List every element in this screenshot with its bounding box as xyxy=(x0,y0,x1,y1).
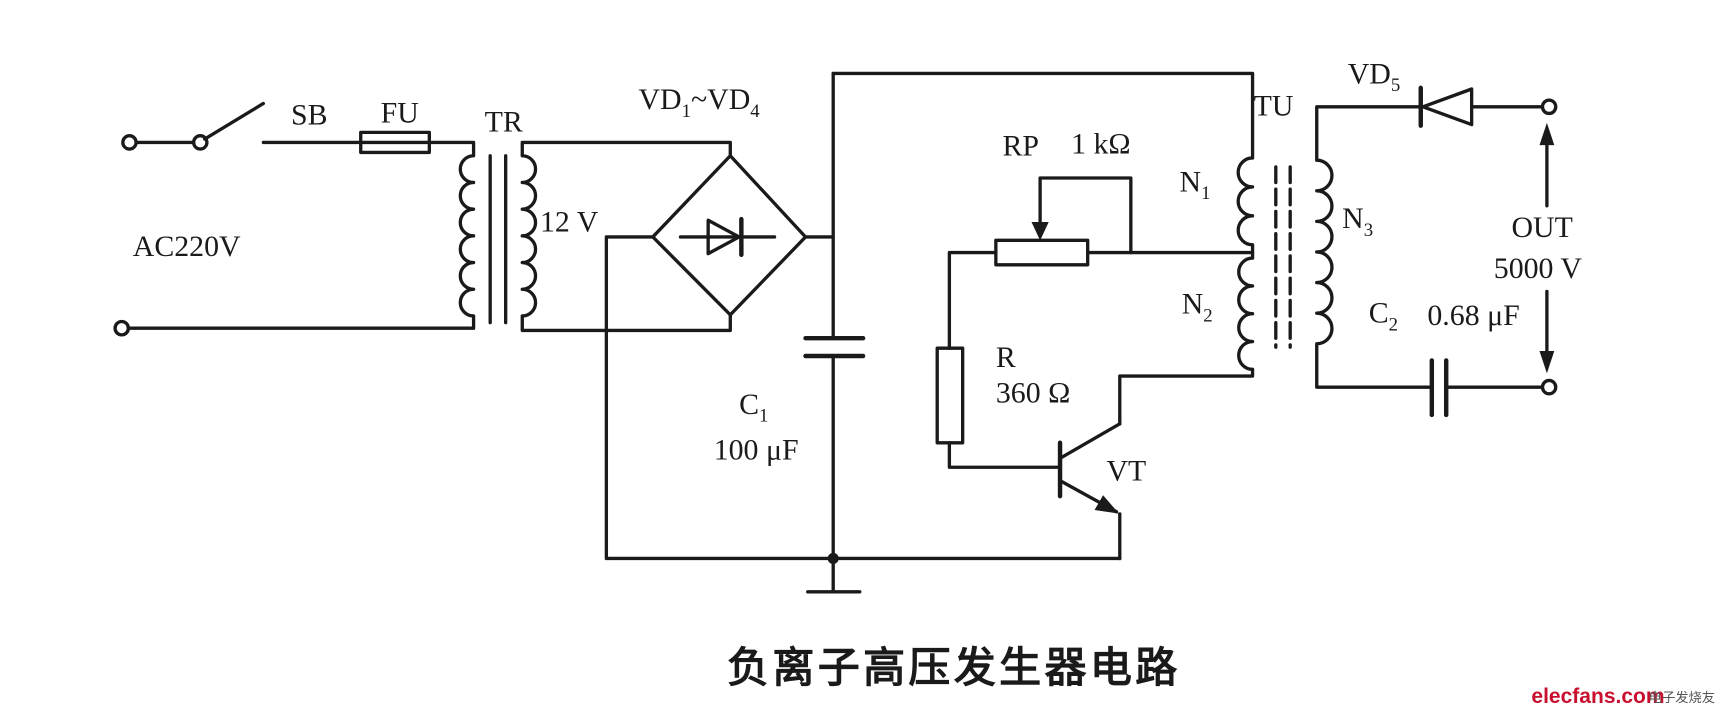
label-n2-sub: 2 xyxy=(1203,305,1212,326)
label-c1: C1 xyxy=(739,388,768,427)
tr-primary-winding xyxy=(126,140,476,330)
label-c1-value: 100 μF xyxy=(714,433,799,466)
rp-wiper-arrow xyxy=(1031,221,1049,241)
input-terminal-bottom xyxy=(113,319,131,337)
label-n3-sub: 3 xyxy=(1364,220,1373,241)
label-c2-sub: 2 xyxy=(1389,314,1398,335)
label-r-value: 360 Ω xyxy=(996,377,1070,410)
wire-rp-to-r xyxy=(947,250,998,350)
junction-dot xyxy=(827,552,839,565)
label-n1-sub: 1 xyxy=(1201,183,1210,204)
label-fu: FU xyxy=(381,96,419,129)
label-tr: TR xyxy=(485,105,523,138)
label-c1-main: C xyxy=(739,388,759,421)
capacitor-c2 xyxy=(1429,358,1545,418)
tu-core xyxy=(1274,165,1292,349)
capacitor-c1 xyxy=(803,335,866,359)
out-arrowhead-down xyxy=(1539,350,1555,374)
vt-emitter-arrow xyxy=(1094,495,1119,514)
label-sb: SB xyxy=(291,99,328,132)
label-n1-main: N xyxy=(1180,165,1202,198)
label-n2: N2 xyxy=(1182,288,1213,327)
winding-n3 xyxy=(1315,105,1434,389)
vt-collector xyxy=(1058,422,1122,461)
label-vd1-vd4-sub-1: 1 xyxy=(682,101,691,122)
label-rp-value: 1 kΩ xyxy=(1071,127,1131,160)
ac-input xyxy=(113,134,209,337)
transistor-vt xyxy=(1057,422,1122,561)
switch-sb xyxy=(203,101,363,145)
label-vd1-vd4-sub-4: 4 xyxy=(750,101,760,122)
label-n3-main: N xyxy=(1342,202,1364,235)
label-out-value: 5000 V xyxy=(1494,252,1583,285)
label-tu: TU xyxy=(1254,90,1294,123)
winding-n2 xyxy=(1118,250,1255,426)
label-n3: N3 xyxy=(1342,202,1373,241)
switch-blade xyxy=(203,101,266,141)
diagram-caption: 负离子高压发生器电路 xyxy=(727,643,1181,692)
output-terminal-top xyxy=(1540,98,1558,116)
resistor-r xyxy=(935,250,1062,469)
transformer-tr xyxy=(126,140,732,333)
bridge-diode-triangle xyxy=(706,218,741,256)
output-terminals xyxy=(1539,98,1558,396)
rp-wiper-wire xyxy=(1038,176,1133,255)
out-arrowhead-up xyxy=(1539,122,1555,146)
bridge-outline xyxy=(651,154,808,317)
tr-secondary-winding xyxy=(520,140,732,333)
label-vd5: VD5 xyxy=(1348,57,1401,96)
label-r: R xyxy=(996,341,1016,374)
watermark-site: elecfans.com xyxy=(1531,685,1664,708)
label-vd1-vd4-tilde: ~VD xyxy=(691,83,750,116)
watermark-name: 电子发烧友 xyxy=(1649,690,1715,706)
label-vd1-vd4-main: VD xyxy=(638,83,681,116)
watermark: elecfans.com 电子发烧友 xyxy=(1531,685,1715,708)
label-out: OUT xyxy=(1511,211,1572,244)
diode-vd5 xyxy=(1418,85,1545,128)
label-12v: 12 V xyxy=(540,205,599,238)
output-terminal-bottom xyxy=(1540,378,1558,396)
wire-r-to-base xyxy=(947,441,1062,469)
component-labels: SB FU TR AC220V 12 V VD1~VD4 RP 1 kΩ C1 … xyxy=(133,57,1583,487)
wire-negative-rail xyxy=(604,235,1122,561)
label-c2-main: C xyxy=(1369,297,1389,330)
label-vd5-sub: 5 xyxy=(1391,75,1400,96)
label-n1: N1 xyxy=(1180,165,1211,204)
input-terminal-top-left xyxy=(121,134,138,151)
label-vd1-vd4: VD1~VD4 xyxy=(638,83,760,122)
winding-n3-coil xyxy=(1315,105,1434,389)
label-c2: C2 xyxy=(1369,297,1398,336)
label-n2-main: N xyxy=(1182,288,1204,321)
dc-rails xyxy=(604,71,1122,592)
label-c1-sub: 1 xyxy=(759,406,768,427)
label-rp: RP xyxy=(1002,130,1039,163)
winding-n1 xyxy=(831,71,1255,255)
winding-n1-n2 xyxy=(831,71,1255,426)
label-vd5-main: VD xyxy=(1348,57,1391,90)
bridge-rectifier xyxy=(651,154,808,317)
label-c2-value: 0.68 μF xyxy=(1427,299,1519,332)
label-ac220v: AC220V xyxy=(133,230,241,263)
label-vt: VT xyxy=(1107,455,1147,488)
